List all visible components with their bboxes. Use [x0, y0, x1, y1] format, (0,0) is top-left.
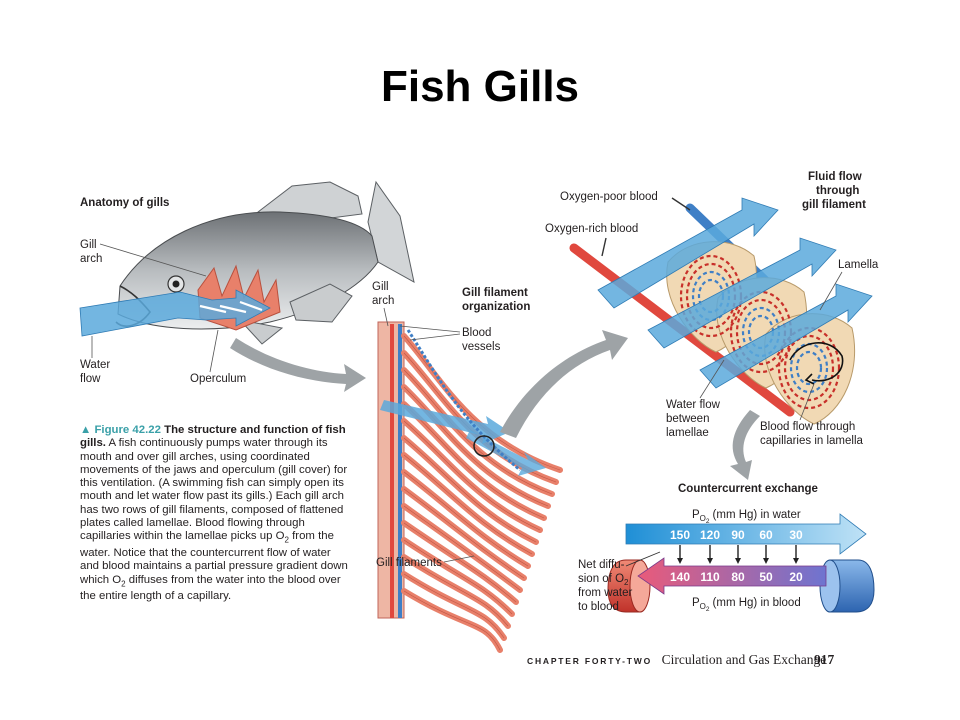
caption-text-1: A fish continuously pumps water through … — [80, 437, 348, 543]
countercurrent-heading: Countercurrent exchange — [678, 483, 818, 495]
filament-water-arrow — [380, 400, 510, 444]
water-po2-value: 120 — [700, 528, 720, 542]
water-po2-value: 90 — [731, 528, 745, 542]
gill-filament-edge — [403, 539, 513, 615]
caption-o2-sub-2: 2 — [121, 578, 126, 588]
pelvic-fin — [238, 319, 284, 345]
water-po2-label: PO2(mm Hg) in water — [692, 509, 801, 525]
gill-filament-edge — [403, 420, 541, 531]
caption-triangle-icon: ▲ — [80, 424, 92, 436]
net-diffusion-line1: Net diffu- — [578, 559, 625, 571]
blood-flow-line1: Blood flow through — [760, 421, 855, 433]
water-po2-value: 60 — [759, 528, 773, 542]
footer-section: Circulation and Gas Exchange — [661, 652, 827, 667]
water-flow-arrow — [79, 289, 271, 337]
water-bar — [625, 513, 867, 555]
capillary-loop — [783, 334, 835, 402]
diffusion-arrows — [677, 545, 799, 564]
lamella-row — [406, 329, 521, 472]
anatomy-heading: Anatomy of gills — [80, 197, 169, 209]
net-diffusion-line4: to blood — [578, 601, 619, 613]
blue-tube — [829, 559, 875, 613]
gill-filament-edge — [403, 573, 505, 639]
diffusion-arrow-head — [707, 558, 713, 564]
oxygen-rich-label: Oxygen-rich blood — [545, 223, 638, 235]
zoom-circle — [473, 435, 495, 457]
fluid-flow-line3: gill filament — [802, 199, 866, 211]
blood-po2-value: 140 — [670, 570, 690, 584]
water-po2-values: 150 120 90 60 30 — [670, 528, 803, 542]
gill-filament-edge — [403, 454, 533, 555]
figure-caption: ▲ Figure 42.22 The structure and functio… — [80, 424, 352, 603]
gill-filament-edge — [403, 437, 537, 543]
footer-chapter: CHAPTER FORTY-TWO — [527, 656, 653, 666]
page-footer: CHAPTER FORTY-TWO Circulation and Gas Ex… — [527, 652, 867, 668]
gill-arch-label-line2: arch — [80, 253, 102, 265]
gill-filament-edge — [403, 505, 521, 591]
diffusion-arrow-head — [677, 558, 683, 564]
filament-heading-line2: organization — [462, 301, 530, 313]
gill-filament-edge — [403, 369, 553, 495]
blood-po2-value: 110 — [700, 570, 720, 584]
water-sheet-3 — [699, 283, 873, 389]
oxygen-poor-label: Oxygen-poor blood — [560, 191, 658, 203]
gill-filaments-label: Gill filaments — [376, 557, 442, 569]
filament-gill-arch-line1: Gill — [372, 281, 389, 293]
gill-filament-edge — [403, 556, 509, 627]
gill-arch-label-line1: Gill — [80, 239, 97, 251]
water-sheet-2 — [647, 237, 837, 349]
water-between-line3: lamellae — [666, 427, 709, 439]
blood-po2-values: 140 110 80 50 20 — [670, 570, 803, 584]
caption-figure-label: Figure 42.22 — [94, 424, 161, 436]
tail-fin — [367, 180, 415, 283]
caption-text-2: from the water. Notice that the counterc… — [80, 530, 348, 586]
diffusion-arrow-head — [793, 558, 799, 564]
blood-bar — [637, 557, 827, 595]
zoom-arrow-3 — [730, 410, 760, 480]
water-po2-value: 150 — [670, 528, 690, 542]
water-sheet-1 — [597, 197, 779, 309]
slide-title: Fish Gills — [380, 62, 580, 111]
gill-filament-edge — [403, 471, 529, 567]
water-flow-label-line1: Water — [80, 359, 110, 371]
lamellae-illustration — [569, 197, 873, 425]
fluid-flow-line2: through — [816, 185, 859, 197]
filament-gill-arch-line2: arch — [372, 295, 394, 307]
water-between-line2: between — [666, 413, 709, 425]
net-diffusion-line3: from water — [578, 587, 632, 599]
gill-filament-edge — [403, 590, 501, 651]
net-diffusion-line2: sion of O2 — [578, 573, 629, 587]
blood-po2-label: PO2(mm Hg) in blood — [692, 597, 801, 613]
blood-flow-line2: capillaries in lamella — [760, 435, 864, 447]
blood-vessels-line2: vessels — [462, 341, 501, 353]
blood-flow-loop-arrow — [789, 342, 844, 382]
filament-heading-line1: Gill filament — [462, 287, 528, 299]
blood-po2-value: 20 — [789, 570, 803, 584]
capillary-loop — [777, 326, 841, 410]
fluid-flow-line1: Fluid flow — [808, 171, 862, 183]
gill-filament-illustration — [377, 321, 563, 653]
gill-filament-edge — [403, 522, 517, 603]
water-between-line1: Water flow — [666, 399, 721, 411]
diffusion-arrow-head — [735, 558, 741, 564]
water-flow-label-line2: flow — [80, 373, 101, 385]
operculum-label: Operculum — [190, 373, 246, 385]
capillary-loop — [795, 350, 823, 386]
blood-vessels-line1: Blood — [462, 327, 491, 339]
caption-o2-sub-1: 2 — [284, 535, 289, 545]
zoom-arrow-2 — [500, 330, 628, 438]
water-po2-value: 30 — [789, 528, 803, 542]
footer-page-number: 917 — [814, 652, 835, 667]
gill-filament-edge — [403, 386, 549, 507]
blood-po2-value: 50 — [759, 570, 773, 584]
diffusion-arrow-head — [763, 558, 769, 564]
lamella-label: Lamella — [838, 259, 879, 271]
caption-text-3: diffuses from the water into the blood o… — [80, 573, 341, 603]
caption-title: The structure and function of fish gills… — [80, 424, 346, 450]
gill-filament-edge — [403, 488, 525, 579]
blood-po2-value: 80 — [731, 570, 745, 584]
pectoral-fin — [289, 283, 353, 323]
zoom-arrow-1 — [230, 338, 366, 392]
